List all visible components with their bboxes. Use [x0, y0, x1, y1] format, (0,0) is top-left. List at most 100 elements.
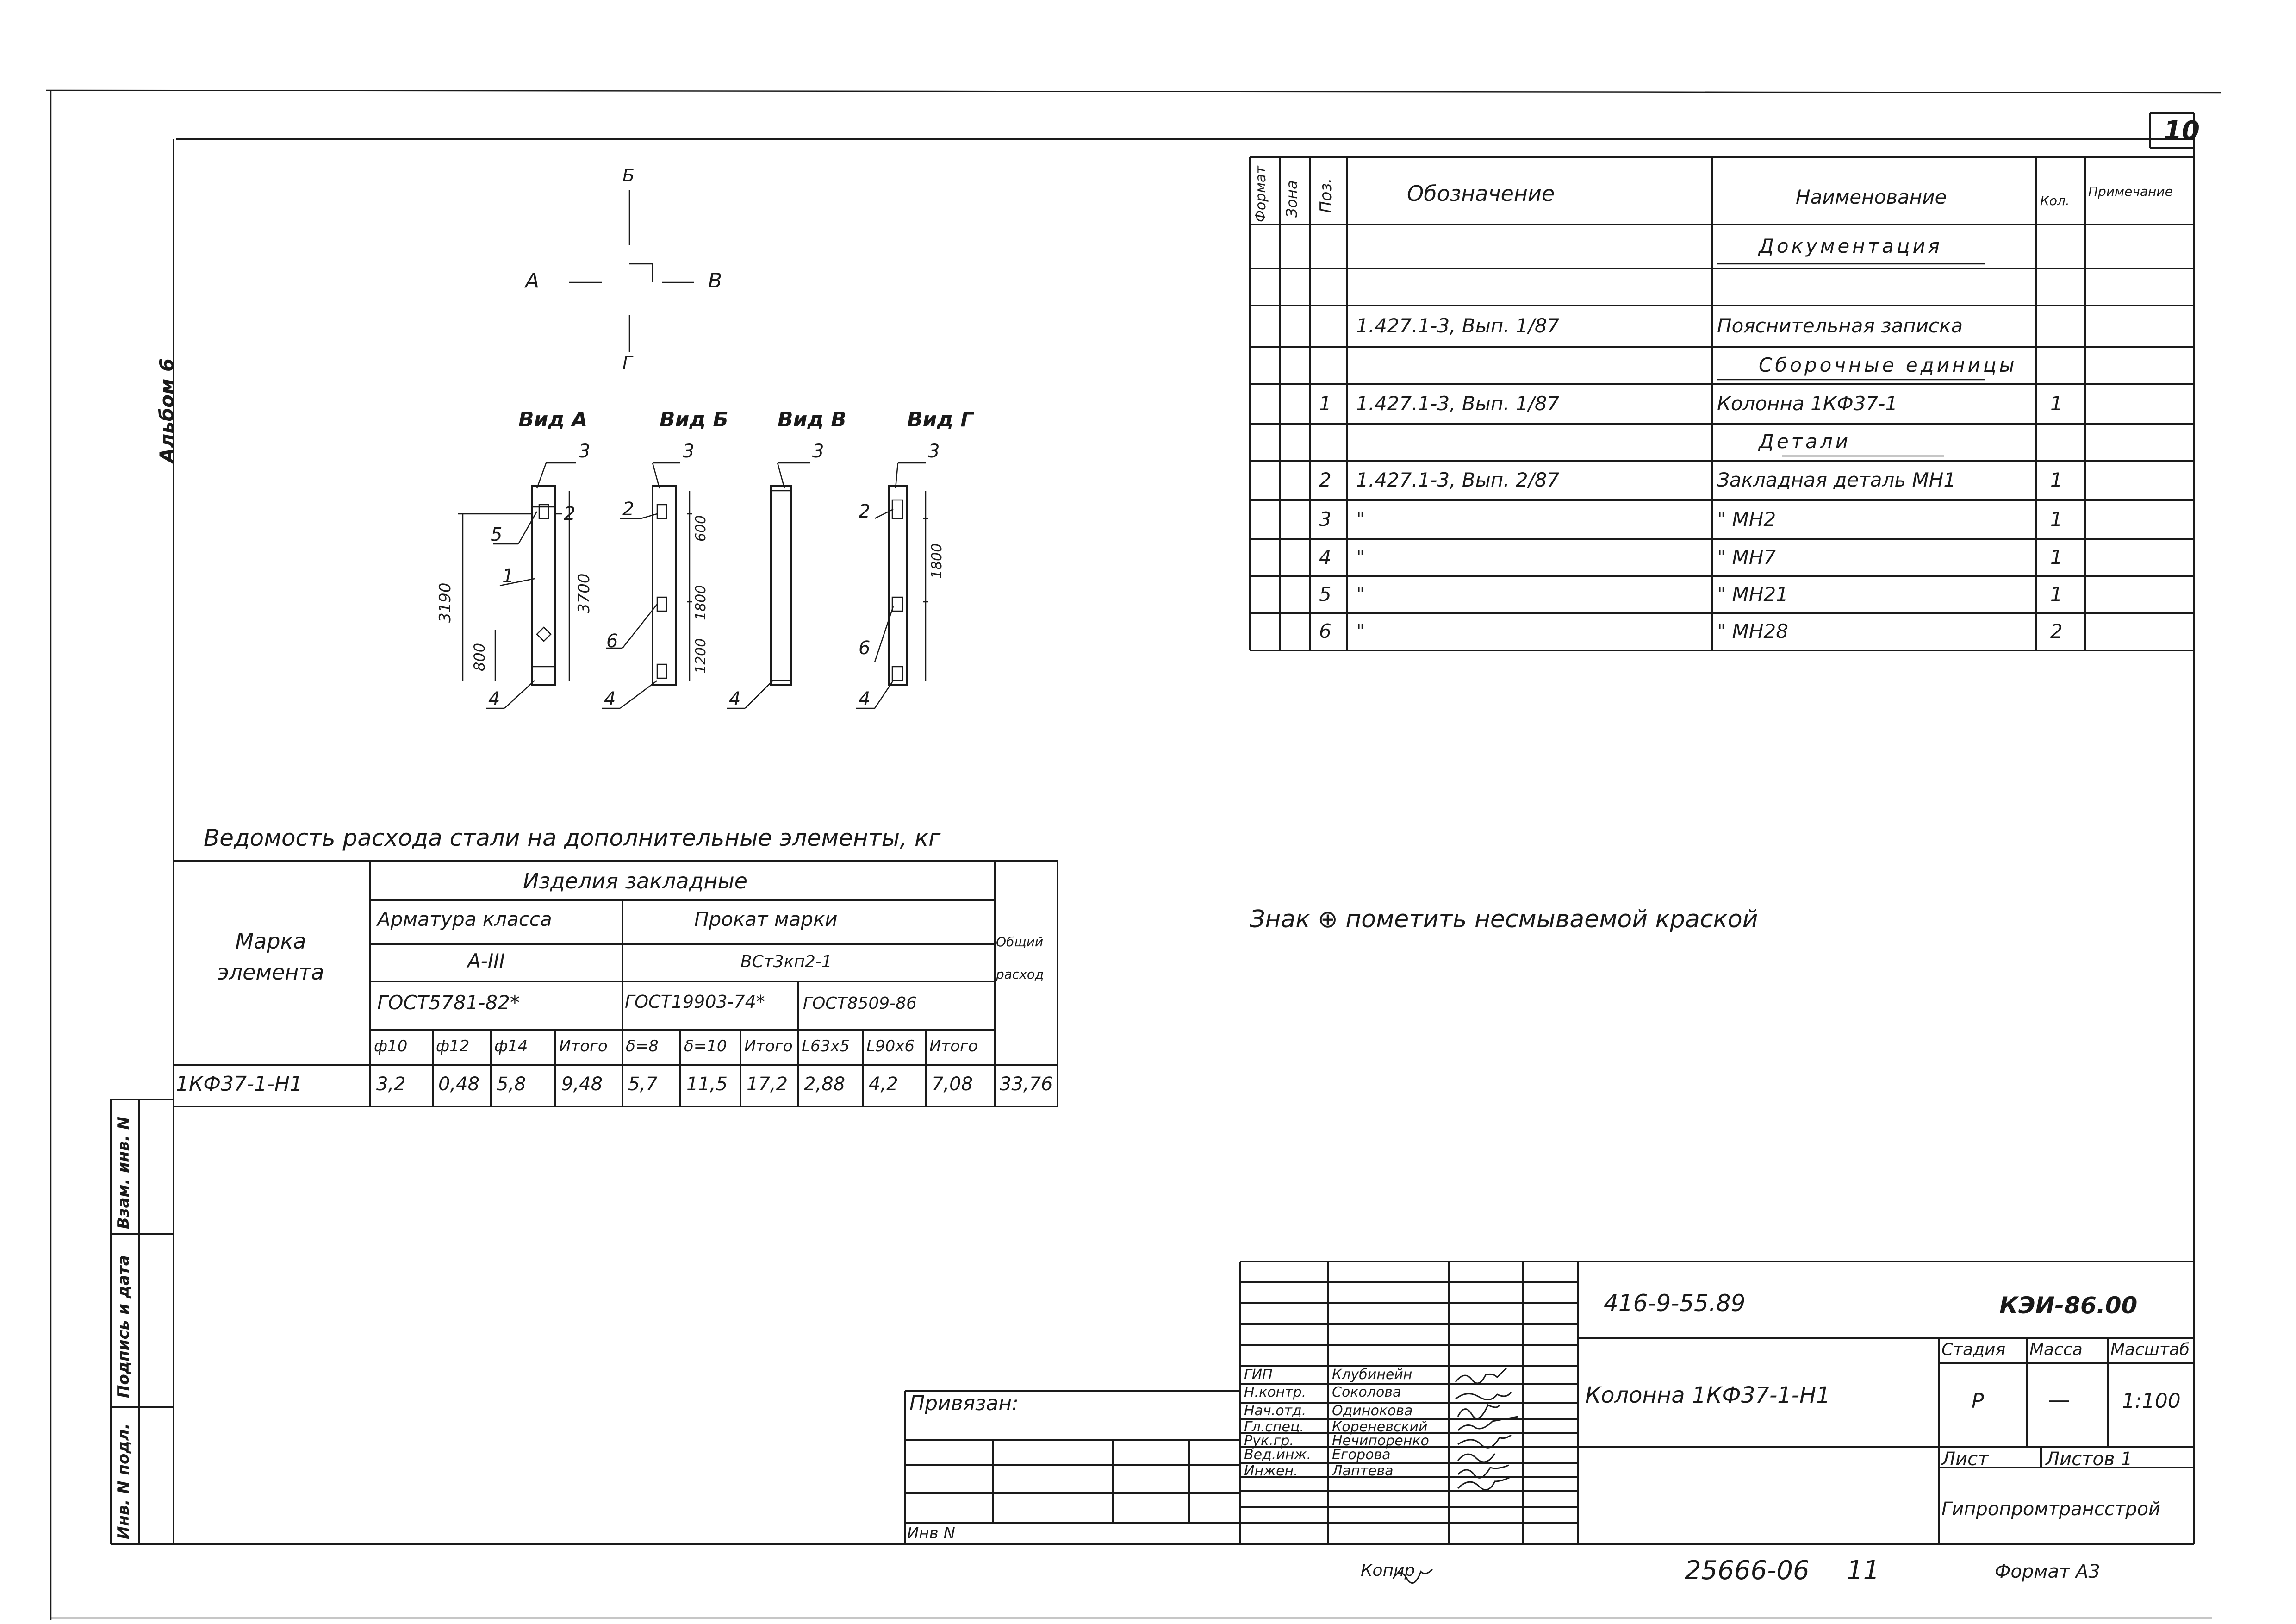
- pos-mark-6-b: 6: [606, 631, 618, 652]
- spec-qty: 1: [2050, 468, 2063, 491]
- pos-mark-6-g: 6: [859, 637, 871, 659]
- title-name: Колонна 1КФ37-1-Н1: [1585, 1382, 1830, 1408]
- margin-replace-label: Взам. инв. N: [114, 1116, 133, 1229]
- title-role: Гл.спец.: [1244, 1419, 1304, 1435]
- steel-column-header: ф14: [494, 1037, 528, 1056]
- title-sheets: Листов 1: [2046, 1449, 2133, 1470]
- steel-column-header: δ=10: [684, 1037, 727, 1056]
- steel-row-total: 33,76: [1000, 1074, 1053, 1095]
- pos-mark-3-g: 3: [928, 441, 940, 462]
- steel-table-grid: [174, 860, 1058, 1107]
- title-person-name: Лаптева: [1332, 1463, 1394, 1479]
- spec-name: Пояснительная записка: [1717, 314, 1963, 337]
- title-person-name: Кореневский: [1332, 1419, 1428, 1435]
- spec-header-note: Примечание: [2088, 184, 2173, 199]
- sheet-frame: [46, 89, 2222, 1620]
- title-scale: 1:100: [2122, 1389, 2181, 1413]
- spec-name: " МН21: [1717, 583, 1788, 606]
- spec-designation: ": [1356, 620, 1365, 643]
- spec-designation: ": [1356, 583, 1365, 606]
- title-role: Вед.инж.: [1244, 1447, 1311, 1463]
- title-organization: Гипропромтрансстрой: [1941, 1499, 2160, 1520]
- spec-pos: 5: [1319, 583, 1332, 606]
- pos-mark-3-v: 3: [812, 441, 824, 462]
- footer-format: Формат А3: [1995, 1561, 2100, 1582]
- column-view-v: [727, 462, 810, 709]
- title-inv: Инв N: [907, 1524, 955, 1543]
- dim-3190: 3190: [436, 582, 454, 623]
- direction-letter-a: А: [525, 269, 540, 293]
- rebar-header: Арматура класса: [377, 908, 552, 931]
- steel-cell-value: 3,2: [376, 1074, 406, 1095]
- page-number: 10: [2164, 116, 2200, 146]
- column-view-g: [856, 462, 928, 709]
- spec-designation: ": [1356, 507, 1365, 531]
- spec-pos: 3: [1319, 507, 1332, 531]
- spec-table-grid: [1249, 156, 2194, 651]
- title-role: ГИП: [1244, 1367, 1273, 1383]
- pos-mark-2-a: 2: [564, 503, 576, 525]
- pos-mark-3-b: 3: [683, 441, 695, 462]
- title-block-grid: [904, 1261, 2194, 1544]
- spec-qty: 2: [2050, 620, 2063, 643]
- pos-mark-2-g: 2: [859, 501, 871, 522]
- title-person-name: Нечипоренко: [1332, 1433, 1429, 1449]
- rolled-gost-1: ГОСТ19903-74*: [625, 992, 765, 1012]
- title-role: Н.контр.: [1244, 1384, 1307, 1400]
- footer-copied: Копир: [1361, 1561, 1415, 1580]
- view-direction-diagram: [569, 190, 694, 352]
- title-role: Нач.отд.: [1244, 1403, 1307, 1419]
- dim-1200-b: 1200: [693, 638, 709, 674]
- marking-note: Знак ⊕ пометить несмываемой краской: [1250, 906, 1758, 933]
- title-header-stage: Стадия: [1941, 1340, 2006, 1359]
- view-label-a: Вид А: [518, 408, 588, 431]
- rebar-gost: ГОСТ5781-82*: [377, 991, 520, 1014]
- dim-3700: 3700: [575, 573, 593, 613]
- pos-mark-4-g: 4: [859, 688, 871, 710]
- direction-letter-v: В: [708, 269, 722, 293]
- dim-1800-b: 1800: [693, 585, 709, 620]
- title-role: Инжен.: [1244, 1463, 1298, 1479]
- steel-cell-value: 2,88: [804, 1074, 846, 1095]
- pos-mark-2-b: 2: [622, 499, 635, 520]
- spec-pos: 2: [1319, 468, 1332, 491]
- spec-name: " МН7: [1717, 546, 1776, 568]
- footer-inventory: 25666-06: [1685, 1555, 1810, 1586]
- spec-qty: 1: [2050, 392, 2063, 415]
- spec-header-pos: Поз.: [1317, 178, 1335, 213]
- spec-name: Закладная деталь МН1: [1717, 468, 1956, 491]
- pos-mark-4-a: 4: [488, 688, 500, 710]
- spec-designation: ": [1356, 546, 1365, 568]
- steel-cell-value: 9,48: [561, 1074, 603, 1095]
- spec-name: " МН2: [1717, 507, 1776, 531]
- spec-section-title: Сборочные единицы: [1759, 354, 2017, 376]
- spec-qty: 1: [2050, 507, 2063, 531]
- title-header-mass: Масса: [2029, 1340, 2083, 1359]
- margin-signature-label: Подпись и дата: [114, 1255, 133, 1398]
- spec-pos: 6: [1319, 620, 1332, 643]
- spec-section-title: Документация: [1759, 234, 1943, 257]
- margin-inv-label: Инв. N подл.: [114, 1423, 133, 1539]
- view-label-g: Вид Г: [907, 408, 974, 431]
- column-view-b: [602, 462, 692, 709]
- steel-cell-value: 7,08: [932, 1074, 973, 1095]
- spec-header-qty: Кол.: [2040, 193, 2070, 208]
- steel-cell-value: 5,7: [628, 1074, 658, 1095]
- steel-column-header: Итого: [929, 1037, 978, 1056]
- title-header-scale: Масштаб: [2110, 1340, 2190, 1359]
- steel-cell-value: 11,5: [686, 1074, 728, 1095]
- spec-name: Колонна 1КФ37-1: [1717, 392, 1898, 415]
- spec-qty: 1: [2050, 546, 2063, 568]
- spec-designation: 1.427.1-3, Вып. 1/87: [1356, 392, 1560, 415]
- margin-stamp-grid: [110, 1099, 174, 1544]
- spec-pos: 1: [1319, 392, 1332, 415]
- title-stage: Р: [1972, 1389, 1984, 1413]
- pos-mark-4-b: 4: [604, 688, 616, 710]
- spec-section-title: Детали: [1759, 430, 1851, 453]
- direction-letter-b: Б: [622, 165, 635, 186]
- steel-column-header: L63х5: [802, 1037, 850, 1056]
- title-sheet: Лист: [1941, 1449, 1989, 1470]
- footer-sheet-no: 11: [1847, 1555, 1880, 1586]
- view-label-v: Вид В: [778, 408, 846, 431]
